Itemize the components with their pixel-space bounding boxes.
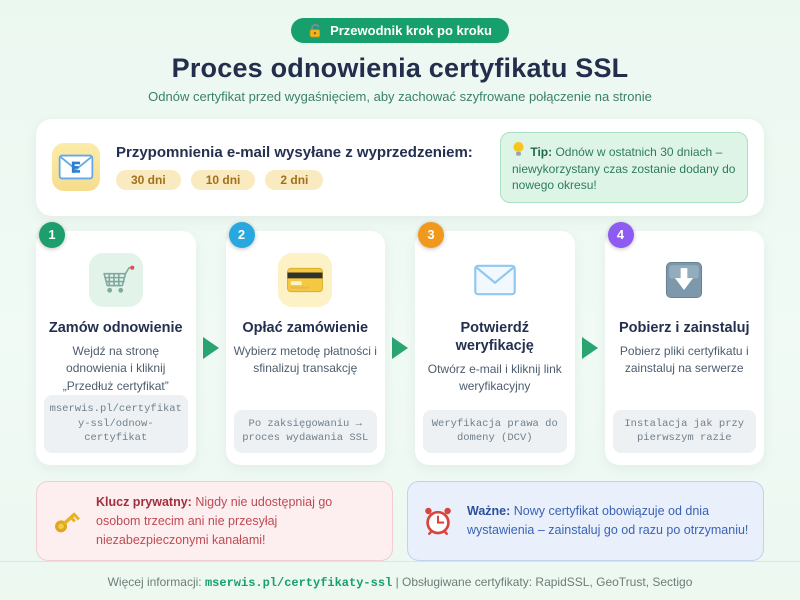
reminder-pill-30: 30 dni: [116, 170, 181, 191]
step-card-2: 2 Opłać zamówienie Wybierz metodę płatno…: [225, 221, 385, 465]
arrow-right-icon: [392, 336, 408, 359]
step-1-number: 1: [39, 221, 65, 248]
footer-link[interactable]: mserwis.pl/certyfikaty-ssl: [204, 576, 393, 591]
tip-text: Odnów w ostatnich 30 dniach – niewykorzy…: [512, 145, 736, 193]
footer-more-label: Więcej informacji:: [107, 575, 202, 590]
private-key-alert-label: Klucz prywatny:: [96, 495, 192, 509]
private-key-alert-text: Klucz prywatny: Nigdy nie udostępniaj go…: [96, 495, 333, 547]
footer-separator: |: [395, 575, 399, 590]
page-title: Proces odnowienia certyfikatu SSL: [171, 53, 629, 83]
download-icon: [657, 253, 711, 307]
page-header: Przewodnik krok po kroku Proces odnowien…: [0, 0, 800, 104]
step-3-description: Otwórz e-mail i kliknij link weryfikacyj…: [427, 361, 562, 394]
step-2-note: Po zaksięgowaniu → proces wydawania SSL: [233, 409, 377, 453]
step-card-4: 4 Pobierz i zainstaluj Pobierz pliki cer…: [604, 221, 764, 465]
step-3-number: 3: [418, 221, 444, 248]
step-3-note: Weryfikacja prawa do domeny (DCV): [423, 409, 567, 453]
alarm-clock-icon: [425, 507, 451, 536]
tip-box: Tip: Odnów w ostatnich 30 dniach – niewy…: [500, 132, 748, 203]
step-1-description: Wejdź na stronę odnowienia i kliknij „Pr…: [62, 343, 169, 393]
step-3-title: Potwierdź weryfikację: [455, 319, 534, 354]
page-footer: Więcej informacji: mserwis.pl/certyfikat…: [0, 561, 800, 600]
email-icon: [52, 143, 100, 192]
shopping-cart-icon: [88, 252, 143, 307]
step-card-1: 1 Zamów odnowienie Wejdź na stronę odnow…: [36, 221, 196, 465]
step-4-note: Instalacja jak przy pierwszym razie: [612, 409, 756, 453]
step-4-number: 4: [607, 221, 634, 248]
step-2-number: 2: [228, 221, 255, 248]
important-alert: Ważne: Nowy certyfikat obowiązuje od dni…: [407, 481, 764, 562]
private-key-alert: Klucz prywatny: Nigdy nie udostępniaj go…: [36, 481, 393, 562]
padlock-icon: [309, 23, 321, 38]
important-alert-text: Ważne: Nowy certyfikat obowiązuje od dni…: [467, 504, 749, 538]
flow-arrow-2: [385, 231, 415, 465]
alerts: Klucz prywatny: Nigdy nie udostępniaj go…: [36, 481, 764, 562]
envelope-icon: [468, 253, 522, 307]
step-4-title: Pobierz i zainstaluj: [618, 319, 750, 336]
step-2-description: Wybierz metodę płatności i sfinalizuj tr…: [233, 343, 377, 376]
credit-card-icon: [278, 252, 333, 307]
lightbulb-icon: [513, 142, 524, 156]
guide-badge: Przewodnik krok po kroku: [291, 18, 509, 43]
process-steps: 1 Zamów odnowienie Wejdź na stronę odnow…: [36, 221, 764, 465]
flow-arrow-1: [196, 231, 226, 465]
arrow-right-icon: [581, 336, 598, 359]
arrow-right-icon: [202, 336, 219, 359]
reminder-content: Przypomnienia e-mail wysyłane z wyprzedz…: [116, 144, 484, 191]
important-alert-label: Ważne:: [467, 504, 511, 519]
reminder-pill-2: 2 dni: [265, 170, 324, 191]
step-1-note: mserwis.pl/certyfikaty-ssl/odnow-certyfi…: [44, 394, 188, 453]
step-2-title: Opłać zamówienie: [242, 319, 369, 336]
reminder-title: Przypomnienia e-mail wysyłane z wyprzedz…: [116, 144, 473, 162]
reminder-pills: 30 dni 10 dni 2 dni: [116, 170, 484, 191]
flow-arrow-3: [575, 231, 605, 465]
step-4-description: Pobierz pliki certyfikatu i zainstaluj n…: [619, 343, 749, 376]
reminder-pill-10: 10 dni: [190, 170, 256, 191]
tip-label: Tip:: [530, 145, 553, 159]
guide-badge-label: Przewodnik krok po kroku: [330, 23, 492, 38]
step-card-3: 3 Potwierdź weryfikację Otwórz e-mail i …: [415, 221, 575, 465]
key-icon: [55, 512, 80, 533]
step-1-title: Zamów odnowienie: [48, 319, 183, 336]
page-subtitle: Odnów certyfikat przed wygaśnięciem, aby…: [148, 89, 652, 104]
email-reminder-card: Przypomnienia e-mail wysyłane z wyprzedz…: [36, 119, 764, 216]
footer-supported-text: Obsługiwane certyfikaty: RapidSSL, GeoTr…: [402, 575, 693, 590]
